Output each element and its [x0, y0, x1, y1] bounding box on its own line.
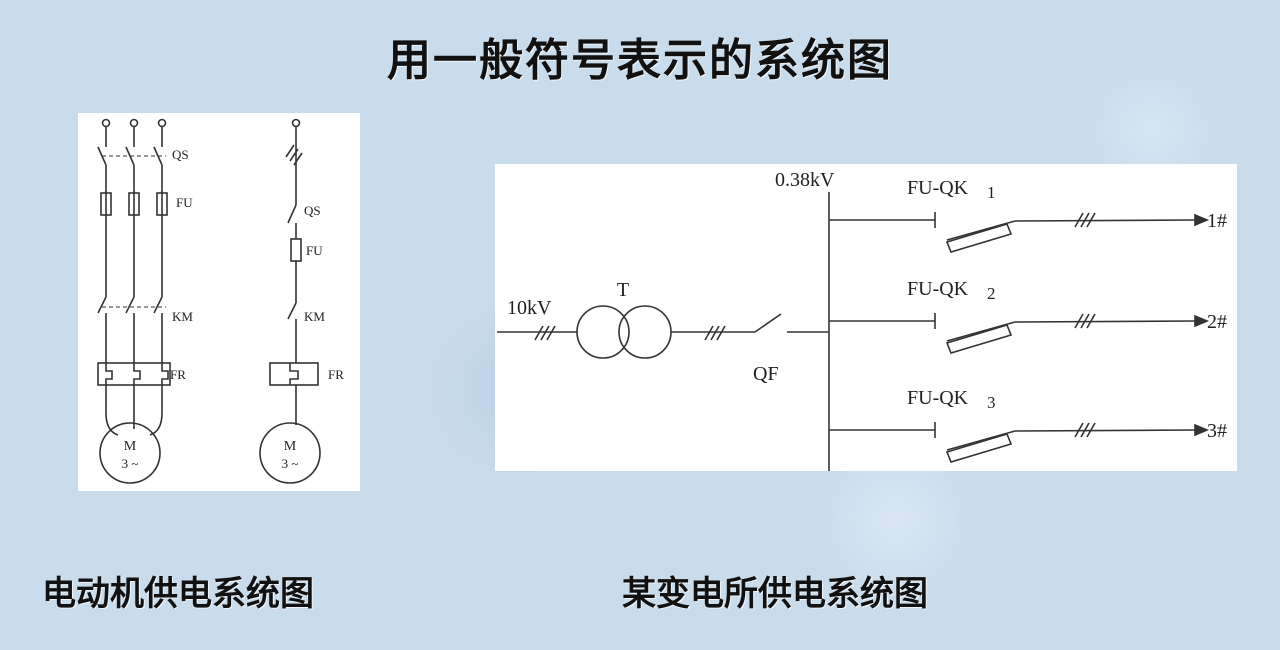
qs-blade-single	[287, 204, 297, 224]
transformer-primary	[576, 305, 630, 359]
label-qs: QS	[172, 147, 189, 162]
feeder-1-fuse	[945, 223, 1013, 253]
thermal-relay-single	[269, 362, 319, 386]
motor-single-label-m: M	[284, 439, 297, 454]
input-voltage-label: 10kV	[507, 297, 552, 319]
feeder-2-fuse	[945, 324, 1013, 354]
km-contact-3	[153, 296, 163, 314]
label-qs-single: QS	[304, 203, 321, 218]
qf-breaker-blade	[754, 313, 782, 333]
feeder-3-switch-label: FU-QK	[907, 387, 969, 409]
breaker-label: QF	[753, 363, 779, 385]
terminal-single	[291, 118, 301, 128]
label-km-single: KM	[304, 309, 325, 324]
label-fu-single: FU	[306, 243, 323, 258]
transformer-secondary	[618, 305, 672, 359]
left-diagram-caption: 电动机供电系统图	[42, 574, 314, 614]
feeder-2-dest-label: 2#	[1207, 311, 1227, 333]
motor-3ph	[99, 422, 161, 484]
motor-label-phase: 3 ~	[122, 456, 139, 471]
feeder-1-switch-label: FU-QK	[907, 177, 969, 199]
bus-voltage-label: 0.38kV	[775, 169, 835, 191]
label-fr: FR	[170, 367, 186, 382]
km-contact-1	[97, 296, 107, 314]
transformer-label: T	[617, 279, 629, 301]
label-fu: FU	[176, 195, 193, 210]
km-contact-2	[125, 296, 135, 314]
label-fr-single: FR	[328, 367, 344, 382]
feeder-1-dest-label: 1#	[1207, 210, 1227, 232]
feeder-2-switch-num: 2	[987, 284, 996, 303]
terminal-l2	[129, 118, 139, 128]
page-title: 用一般符号表示的系统图	[387, 35, 893, 86]
fuse-single	[290, 238, 302, 262]
terminal-l3	[157, 118, 167, 128]
motor-label-m: M	[124, 439, 137, 454]
substation-supply-diagram: 0.38kV 10kV T QF FU-QK 1 1# FU-QK 2 2# FU-QK 3 3…	[497, 169, 1227, 471]
right-diagram-caption: 某变电所供电系统图	[622, 574, 928, 614]
motor-supply-diagram: QS FU KM FR M 3 ~ QS FU KM FR M 3 ~	[97, 118, 344, 484]
km-contact-single	[287, 302, 297, 320]
feeder-3-switch-num: 3	[987, 393, 996, 412]
motor-single-label-phase: 3 ~	[282, 456, 299, 471]
feeder-1-arrow	[1194, 213, 1210, 227]
feeder-3-fuse	[945, 433, 1013, 463]
feeder-2-switch-label: FU-QK	[907, 278, 969, 300]
feeder-3-arrow	[1194, 423, 1210, 437]
substation-supply-diagram-panel: 0.38kV 10kV T QF FU-QK 1 1# FU-QK 2 2# FU-QK 3 3…	[495, 164, 1237, 471]
feeder-2-arrow	[1194, 314, 1210, 328]
motor-single	[259, 422, 321, 484]
terminal-l1	[101, 118, 111, 128]
feeder-1-switch-num: 1	[987, 183, 996, 202]
label-km: KM	[172, 309, 193, 324]
motor-supply-diagram-panel: QS FU KM FR M 3 ~ QS FU KM FR M 3 ~	[78, 113, 360, 491]
feeder-3-dest-label: 3#	[1207, 420, 1227, 442]
